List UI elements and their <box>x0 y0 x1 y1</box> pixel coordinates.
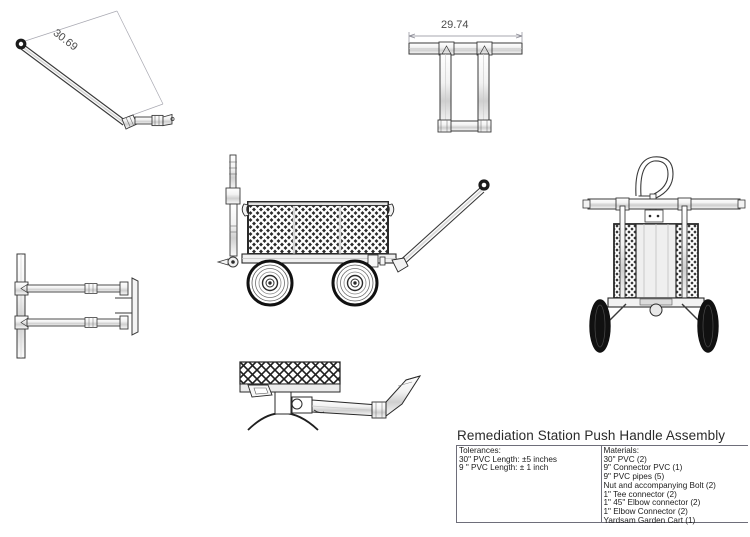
material-line: 1" Elbow Connector (2) <box>603 506 688 516</box>
plan-horizontal-pipes <box>26 283 126 328</box>
bolt-plate <box>644 209 664 223</box>
material-line: Yardsam Garden Cart (1) <box>603 515 696 525</box>
dimension-line-2974 <box>408 32 523 42</box>
pipe-9in-short <box>134 113 175 127</box>
wheel-rear <box>331 259 379 307</box>
plan-tee-connectors <box>14 281 29 330</box>
title-block: Remediation Station Push Handle Assembly… <box>456 428 749 524</box>
corner-hinges <box>241 203 395 217</box>
tee-connectors <box>438 41 493 56</box>
material-line: 1" 45" Elbow connector (2) <box>603 498 701 508</box>
cross-bar <box>408 42 523 55</box>
loop-handle <box>635 156 674 199</box>
dimension-lines <box>21 10 164 118</box>
tow-handle <box>391 179 490 273</box>
rear-wheel-right <box>697 299 719 353</box>
rear-cross-bar <box>582 197 746 211</box>
materials-column: Materials: 30" PVC (2) 9" Connector PVC … <box>602 446 749 524</box>
material-line: 1" Tee connector (2) <box>603 489 677 499</box>
plan-vertical-bar <box>16 253 26 359</box>
rear-cart-view <box>578 148 750 353</box>
pipe-30in <box>20 44 127 126</box>
detail-wheel-arc <box>247 391 319 431</box>
tolerances-column: Tolerances: 30" PVC Length: ±5 inches 9 … <box>457 446 602 522</box>
detail-hitch-pipe <box>291 375 422 419</box>
materials-heading: Materials: <box>603 446 640 455</box>
plan-handle-view <box>5 250 145 365</box>
pipe-end-cap <box>15 38 27 50</box>
page-title: Remediation Station Push Handle Assembly <box>457 428 726 443</box>
isometric-handle-view <box>0 0 200 150</box>
tolerances-heading: Tolerances: <box>459 446 501 455</box>
bottom-bar <box>437 119 492 133</box>
vertical-push-pipe <box>216 154 241 268</box>
vertical-legs <box>439 53 490 127</box>
material-line: Nut and accompanying Bolt (2) <box>603 480 716 490</box>
detail-hitch-view <box>230 352 430 442</box>
rear-wheel-left <box>589 299 611 353</box>
detail-clamp <box>247 384 273 398</box>
wheel-front <box>246 259 294 307</box>
plan-cart-bracket <box>115 277 139 336</box>
tolerance-line: 9 " PVC Length: ± 1 inch <box>459 463 549 473</box>
side-cart-assembly-view <box>212 150 512 315</box>
chassis-rail <box>241 253 397 268</box>
specification-table: Tolerances: 30" PVC Length: ±5 inches 9 … <box>456 445 749 524</box>
tolerance-line: 30" PVC Length: ±5 inches <box>459 454 557 464</box>
material-line: 9" PVC pipes (5) <box>603 472 665 482</box>
cart-body-mesh <box>247 201 389 255</box>
top-frame-view <box>395 18 565 138</box>
dimension-label-29-74: 29.74 <box>441 19 469 31</box>
material-line: 30" PVC (2) <box>603 454 647 464</box>
material-line: 9" Connector PVC (1) <box>603 463 683 473</box>
